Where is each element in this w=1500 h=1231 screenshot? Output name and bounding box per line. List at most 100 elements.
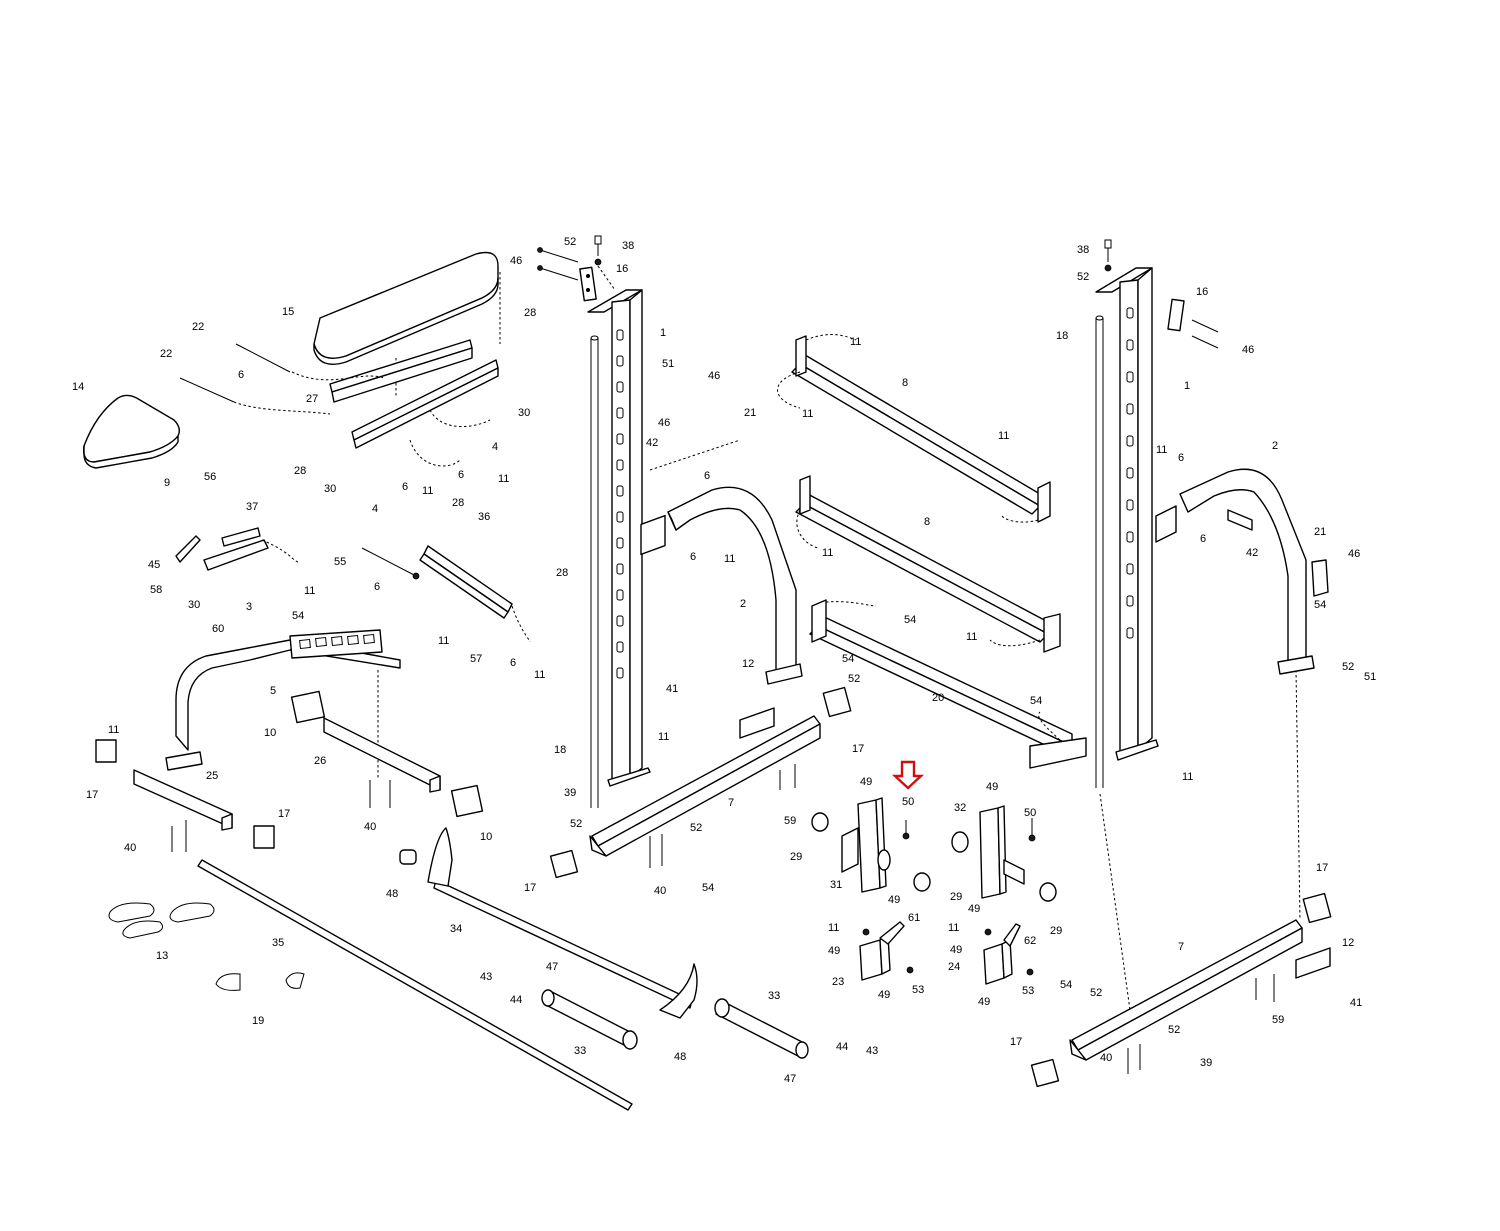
callout: 17 — [278, 808, 290, 820]
callout: 11 — [948, 922, 959, 934]
callout: 33 — [574, 1045, 586, 1057]
callout: 40 — [1100, 1052, 1112, 1064]
callout: 28 — [556, 567, 568, 579]
callout: 30 — [188, 599, 200, 611]
callout: 57 — [470, 653, 482, 665]
callout: 42 — [1246, 547, 1258, 559]
callout: 54 — [292, 610, 304, 622]
callout: 49 — [888, 894, 900, 906]
callout: 6 — [374, 581, 380, 593]
callout: 54 — [1030, 695, 1042, 707]
upright-slots-left — [616, 329, 624, 679]
callout: 19 — [252, 1015, 264, 1027]
callout: 16 — [616, 263, 628, 275]
callout: 41 — [1350, 997, 1362, 1009]
callout: 23 — [832, 976, 844, 988]
callout: 52 — [848, 673, 860, 685]
callout: 59 — [1272, 1014, 1284, 1026]
callout: 11 — [802, 408, 813, 420]
base-bar-7-left — [549, 686, 852, 879]
callout: 13 — [156, 950, 168, 962]
callout: 62 — [1024, 935, 1036, 947]
callout: 12 — [742, 658, 754, 670]
callout: 43 — [480, 971, 492, 983]
callout: 34 — [450, 923, 462, 935]
callout: 17 — [1010, 1036, 1022, 1048]
callout: 11 — [534, 669, 545, 681]
callout: 49 — [828, 945, 840, 957]
callout: 52 — [564, 236, 576, 248]
clips-13-19 — [108, 902, 305, 991]
callout: 11 — [822, 547, 833, 559]
sleeve-33-right — [714, 998, 809, 1059]
callout: 8 — [924, 516, 930, 528]
callout: 11 — [108, 724, 119, 736]
callout: 38 — [622, 240, 634, 252]
callout: 43 — [866, 1045, 878, 1057]
callout: 46 — [658, 417, 670, 429]
plate-holes — [299, 633, 375, 650]
callout: 49 — [860, 776, 872, 788]
callout: 31 — [830, 879, 842, 891]
callout: 33 — [768, 990, 780, 1002]
right-upright-assembly — [1095, 239, 1301, 1011]
callout: 12 — [1342, 937, 1354, 949]
callout: 49 — [878, 989, 890, 1001]
callout: 29 — [950, 891, 962, 903]
seat-rails-27 — [179, 339, 499, 467]
callout: 47 — [784, 1073, 796, 1085]
callout: 10 — [480, 831, 492, 843]
callout: 1 — [660, 327, 666, 339]
callout: 9 — [164, 477, 170, 489]
callout: 25 — [206, 770, 218, 782]
callout: 28 — [452, 497, 464, 509]
cross-bar-8-upper — [777, 334, 1051, 523]
callout: 29 — [1050, 925, 1062, 937]
arm-34 — [399, 827, 698, 1019]
callout: 2 — [740, 598, 746, 610]
left-upright-assembly — [537, 235, 666, 808]
callout: 44 — [836, 1041, 848, 1053]
base-bar-7-right — [1030, 892, 1332, 1088]
sleeve-33-left — [541, 989, 638, 1050]
callout: 15 — [282, 306, 294, 318]
callout: 1 — [1184, 380, 1190, 392]
callout: 17 — [86, 789, 98, 801]
callout: 53 — [1022, 985, 1034, 997]
callout: 18 — [554, 744, 566, 756]
rod-35 — [197, 859, 633, 1111]
callout: 8 — [902, 377, 908, 389]
callout: 49 — [968, 903, 980, 915]
callout: 6 — [1178, 452, 1184, 464]
callout: 51 — [662, 358, 674, 370]
callout: 54 — [904, 614, 916, 626]
callout: 29 — [790, 851, 802, 863]
callout: 11 — [1182, 771, 1193, 783]
callout: 17 — [524, 882, 536, 894]
callout: 6 — [458, 469, 464, 481]
callout: 53 — [912, 984, 924, 996]
callout: 40 — [654, 885, 666, 897]
bracket-31 — [811, 797, 931, 893]
callout: 32 — [954, 802, 966, 814]
callout: 11 — [850, 336, 861, 348]
callout: 20 — [932, 692, 944, 704]
callout: 4 — [372, 503, 378, 515]
callout: 61 — [908, 912, 920, 924]
callout: 28 — [524, 307, 536, 319]
callout: 52 — [1090, 987, 1102, 999]
callout: 52 — [1077, 271, 1089, 283]
callout: 11 — [304, 585, 315, 597]
callout: 41 — [666, 683, 678, 695]
tube-26 — [290, 690, 484, 818]
callout: 56 — [204, 471, 216, 483]
callout: 11 — [1156, 444, 1167, 456]
callout: 26 — [314, 755, 326, 767]
callout: 7 — [1178, 941, 1184, 953]
callout: 52 — [690, 822, 702, 834]
callout: 48 — [386, 888, 398, 900]
callout: 3 — [246, 601, 252, 613]
callout: 52 — [1168, 1024, 1180, 1036]
callout: 36 — [478, 511, 490, 523]
